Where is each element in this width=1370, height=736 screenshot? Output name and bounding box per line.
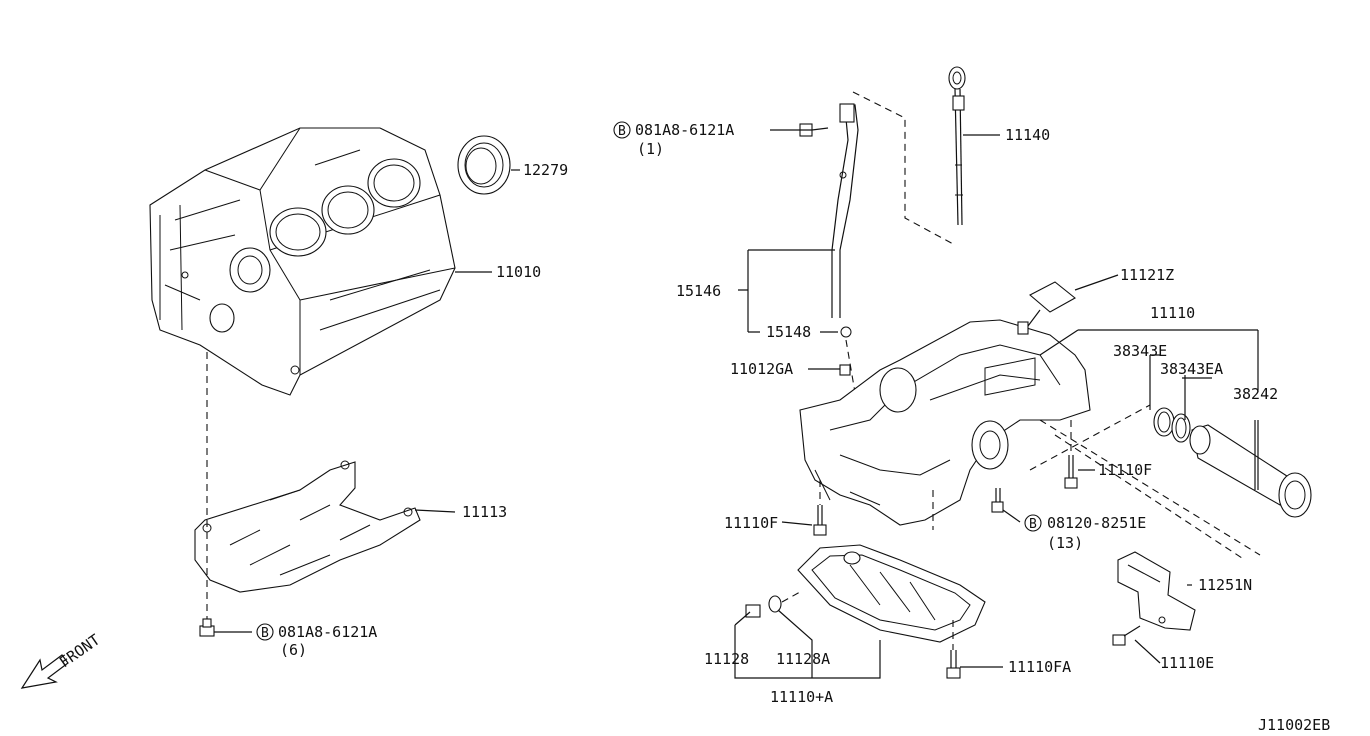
bolt-marker-top: B xyxy=(613,121,631,139)
label-guide: 15146 xyxy=(676,282,721,300)
bracket xyxy=(1117,551,1196,631)
label-bolt-f-right: 11110F xyxy=(1098,461,1152,479)
label-bolt-mid-qty: (13) xyxy=(1047,534,1083,552)
front-label: FRONT xyxy=(56,631,103,672)
bolt-fa xyxy=(946,650,961,679)
svg-text:B: B xyxy=(261,626,269,641)
label-guide-oring: 15148 xyxy=(766,323,811,341)
label-bolt-fa: 11110FA xyxy=(1008,658,1071,676)
lower-oil-pan xyxy=(797,544,986,643)
label-pan-assy: 11110 xyxy=(1150,304,1195,322)
label-bolt-left-qty: (6) xyxy=(280,641,307,659)
label-drain-washer: 11128A xyxy=(776,650,830,668)
bolt-f-left xyxy=(813,505,827,536)
leader-dash-dipstick xyxy=(852,91,956,246)
front-arrow-icon xyxy=(20,654,69,689)
oil-level-sensor xyxy=(1017,281,1076,335)
label-seal: 12279 xyxy=(523,161,568,179)
leader-dash-drain xyxy=(781,591,801,603)
label-sensor: 11121Z xyxy=(1120,266,1174,284)
o-ring-e xyxy=(1153,407,1175,437)
label-bolt-top: 081A8-6121A xyxy=(635,121,734,139)
cylinder-block xyxy=(149,127,456,396)
label-dipstick: 11140 xyxy=(1005,126,1050,144)
bolt-marker-left: B xyxy=(256,623,274,641)
label-bolt-mid: 08120-8251E xyxy=(1047,514,1146,532)
label-block: 11010 xyxy=(496,263,541,281)
label-lower-pan: 11110+A xyxy=(770,688,833,706)
baffle-plate xyxy=(194,460,421,593)
bolt-f-right xyxy=(1064,455,1078,489)
label-bolt-left: 081A8-6121A xyxy=(278,623,377,641)
label-oring-e: 38343E xyxy=(1113,342,1167,360)
diagram-id: J11002EB xyxy=(1258,716,1330,734)
svg-text:B: B xyxy=(618,124,626,139)
label-oring-ea: 38343EA xyxy=(1160,360,1223,378)
leader-lines xyxy=(214,129,1259,679)
bolt-e xyxy=(1112,625,1141,646)
dipstick-guide xyxy=(831,103,859,338)
front-oil-seal xyxy=(457,135,511,195)
label-plug: 11012GA xyxy=(730,360,793,378)
label-bolt-top-qty: (1) xyxy=(637,140,664,158)
svg-text:B: B xyxy=(1029,517,1037,532)
leader-dash-tube xyxy=(1029,404,1261,561)
dipstick xyxy=(948,66,966,226)
oil-tube xyxy=(1189,424,1312,518)
bolt-left xyxy=(199,618,215,637)
drain-plug xyxy=(745,604,761,618)
drain-washer xyxy=(768,595,782,613)
o-ring-ea xyxy=(1171,413,1191,443)
label-tube: 38242 xyxy=(1233,385,1278,403)
label-baffle: 11113 xyxy=(462,503,507,521)
label-drain-plug: 11128 xyxy=(704,650,749,668)
label-bolt-f-left: 11110F xyxy=(724,514,778,532)
plug xyxy=(839,364,851,376)
label-bolt-e: 11110E xyxy=(1160,654,1214,672)
label-bracket: 11251N xyxy=(1198,576,1252,594)
bolt-mid xyxy=(991,488,1004,513)
bolt-marker-mid: B xyxy=(1024,514,1042,532)
